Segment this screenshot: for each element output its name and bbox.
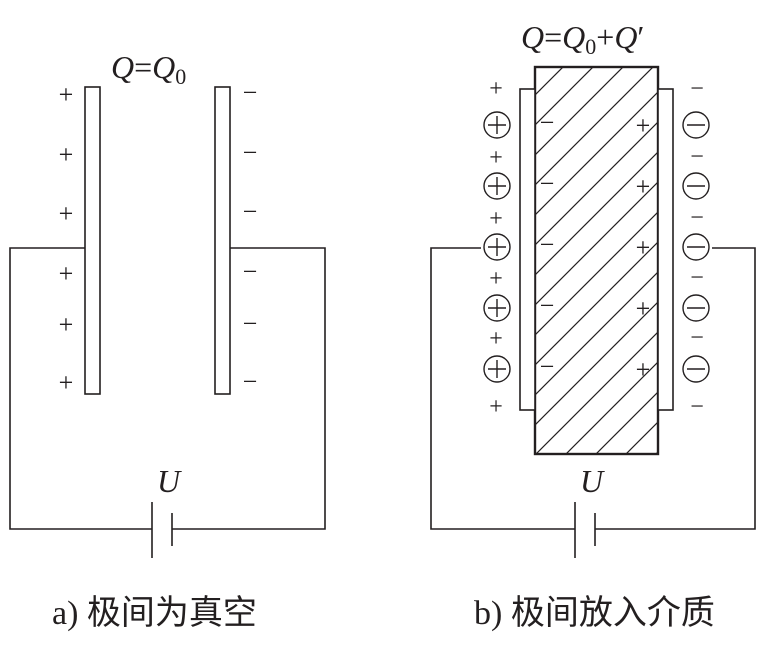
plus-sign: +: [489, 266, 503, 292]
bound-plus: +: [636, 355, 651, 384]
voltage-label-a: U: [157, 463, 182, 499]
plus-sign: +: [489, 326, 503, 352]
minus-sign: −: [690, 265, 704, 291]
minus-sign: −: [690, 325, 704, 351]
plus-sign: +: [59, 140, 74, 169]
right-plate-a: [214, 86, 231, 395]
caption-a: a) 极间为真空: [52, 594, 257, 632]
bound-plus: +: [636, 233, 651, 262]
plus-sign: +: [59, 368, 74, 397]
plus-sign: +: [59, 310, 74, 339]
charge-label-a: Q=Q0: [111, 49, 186, 89]
plus-sign: +: [59, 80, 74, 109]
minus-sign: −: [690, 76, 704, 102]
minus-sign: −: [690, 394, 704, 420]
bound-minus: −: [540, 291, 555, 320]
plus-sign: +: [59, 199, 74, 228]
minus-sign: −: [690, 205, 704, 231]
circled-minus-icon: [682, 294, 710, 322]
bound-plus: +: [636, 294, 651, 323]
voltage-label-b: U: [580, 463, 605, 499]
left-plate-charges-a: + + + + + +: [59, 80, 74, 397]
wire-left-a: [9, 247, 152, 530]
circled-minus-icon: [682, 172, 710, 200]
plus-sign: +: [489, 145, 503, 171]
circled-plus-icon: [483, 355, 511, 383]
bound-minus: −: [540, 108, 555, 137]
minus-sign: −: [243, 309, 258, 338]
right-plate-b: [657, 88, 674, 411]
minus-sign: −: [243, 367, 258, 396]
bound-charges-b: − − − − − + + + + +: [540, 108, 651, 384]
diagram-b: [430, 65, 756, 558]
bound-plus: +: [636, 111, 651, 140]
right-plate-charges-a: − − − − − −: [243, 78, 258, 396]
plus-sign: +: [489, 206, 503, 232]
circled-minus-icon: [682, 355, 710, 383]
circled-plus-icon: [483, 111, 511, 139]
left-plate-b: [519, 88, 536, 411]
minus-sign: −: [243, 138, 258, 167]
diagram-a: [9, 86, 326, 558]
bound-minus: −: [540, 352, 555, 381]
minus-sign: −: [243, 78, 258, 107]
circled-minus-icon: [682, 233, 710, 261]
minus-sign: −: [690, 144, 704, 170]
minus-sign: −: [243, 257, 258, 286]
bound-minus: −: [540, 230, 555, 259]
minus-sign: −: [243, 197, 258, 226]
left-circled-charges-b: [483, 111, 511, 383]
plus-sign: +: [489, 76, 503, 102]
circled-plus-icon: [483, 294, 511, 322]
bound-plus: +: [636, 172, 651, 201]
plus-sign: +: [489, 394, 503, 420]
wire-right-b: [595, 247, 756, 530]
charge-label-b: Q=Q0+Q′: [521, 19, 644, 59]
left-free-charges-b: + + + + + +: [489, 76, 503, 420]
wire-right-a: [172, 247, 326, 530]
circled-plus-icon: [483, 233, 511, 261]
caption-b: b) 极间放入介质: [474, 594, 715, 632]
circled-minus-icon: [682, 111, 710, 139]
circled-plus-icon: [483, 172, 511, 200]
right-circled-charges-b: [682, 111, 710, 383]
left-plate-a: [84, 86, 101, 395]
plus-sign: +: [59, 259, 74, 288]
bound-minus: −: [540, 169, 555, 198]
right-free-charges-b: − − − − − −: [690, 76, 704, 420]
wire-left-b: [430, 247, 575, 530]
